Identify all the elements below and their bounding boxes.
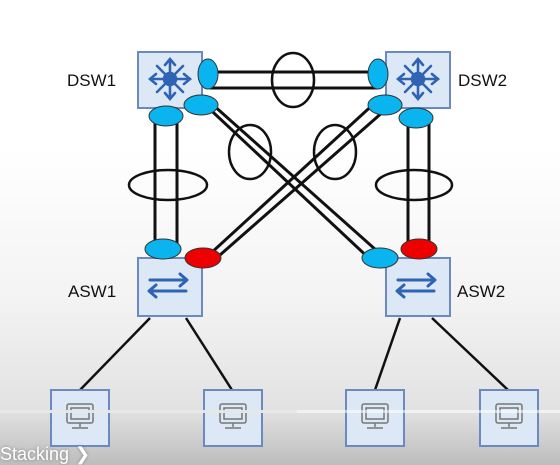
port-asw2-top-left xyxy=(361,247,399,269)
link-asw2-pc3 xyxy=(373,317,402,391)
etherchannel-dsw2-asw1 xyxy=(312,123,358,181)
etherchannel-dsw1-asw2 xyxy=(227,123,273,181)
switch-arrows-icon xyxy=(147,272,189,299)
asw1-label: ASW1 xyxy=(68,282,116,301)
multilayer-switch-icon xyxy=(395,56,441,102)
chapter-title-button[interactable]: Stacking ❯ xyxy=(0,444,90,465)
link-asw1-pc1 xyxy=(79,317,151,391)
switch-arrows-icon xyxy=(395,272,437,299)
asw2-device[interactable] xyxy=(385,257,451,317)
pc-2[interactable] xyxy=(203,389,263,447)
asw2-label: ASW2 xyxy=(457,282,505,301)
port-asw1-top-left xyxy=(144,238,182,260)
pc-4[interactable] xyxy=(479,389,539,447)
computer-icon xyxy=(495,403,523,429)
dsw1-label: DSW1 xyxy=(67,71,116,90)
link-dsw1-asw2-b xyxy=(211,102,386,260)
computer-icon xyxy=(361,403,389,429)
link-dsw2-asw1-b xyxy=(211,102,393,264)
port-asw1-top-right xyxy=(184,247,222,269)
asw1-device[interactable] xyxy=(137,257,203,317)
video-progress-fill xyxy=(0,410,297,413)
multilayer-switch-icon xyxy=(147,56,193,102)
computer-icon xyxy=(66,403,94,429)
port-dsw1-bottom-left xyxy=(148,105,184,127)
port-dsw2-bottom-left xyxy=(367,94,403,116)
dsw1-device[interactable] xyxy=(137,51,203,109)
chapter-title: Stacking xyxy=(0,444,70,464)
link-asw2-pc4 xyxy=(431,317,509,391)
dsw2-label: DSW2 xyxy=(458,71,507,90)
chevron-right-icon: ❯ xyxy=(75,444,91,464)
video-progress-bar[interactable] xyxy=(0,410,560,413)
pc-1[interactable] xyxy=(50,389,110,447)
port-dsw2-bottom-right xyxy=(398,107,434,129)
port-dsw1-bottom-right xyxy=(183,94,219,116)
etherchannel-dsw1-dsw2 xyxy=(270,51,316,109)
computer-icon xyxy=(219,403,247,429)
link-asw1-pc2 xyxy=(184,317,234,391)
link-dsw2-asw1-a xyxy=(196,98,380,267)
etherchannel-dsw2-asw2 xyxy=(374,168,454,202)
link-dsw1-asw2-a xyxy=(198,98,375,264)
port-asw2-top-right xyxy=(400,238,438,260)
port-dsw1-right-top xyxy=(197,58,219,90)
etherchannel-dsw1-asw1 xyxy=(127,168,209,202)
dsw2-device[interactable] xyxy=(385,51,451,109)
port-dsw2-left-top xyxy=(367,58,389,90)
pc-3[interactable] xyxy=(345,389,405,447)
